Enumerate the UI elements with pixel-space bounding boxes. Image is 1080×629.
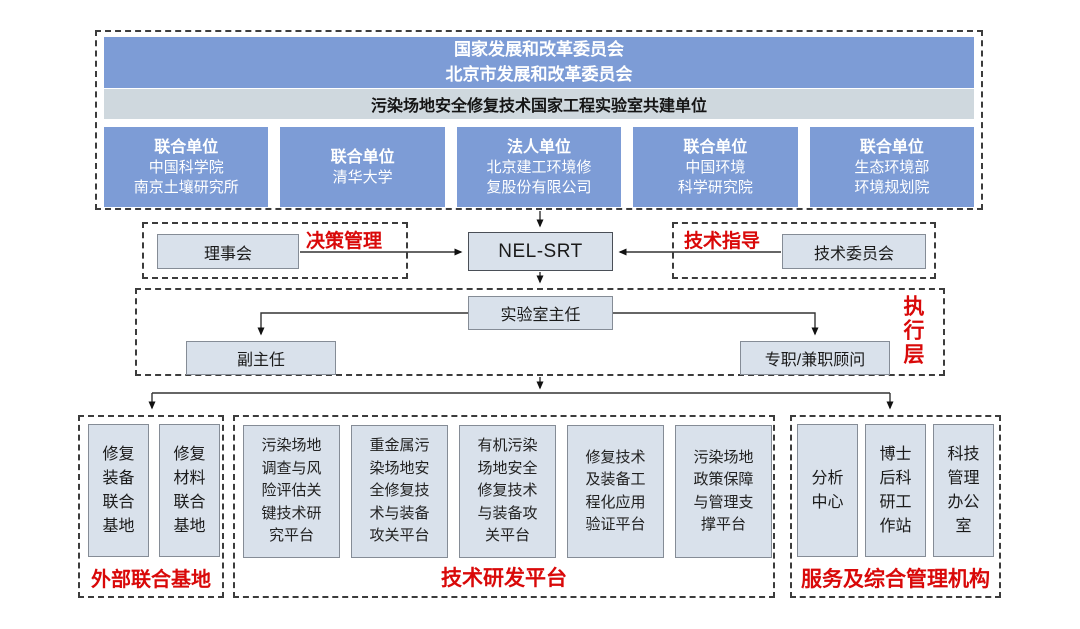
rd-platforms-group bbox=[233, 415, 775, 598]
unit-cas-nanjing-soil: 联合单位 中国科学院 南京土壤研究所 bbox=[104, 127, 269, 207]
services-management-group bbox=[790, 415, 1001, 598]
unit-role: 联合单位 bbox=[154, 138, 219, 156]
tech-management-office-box: 科技 管理 办公 室 bbox=[933, 424, 994, 557]
unit-craes: 联合单位 中国环境 科学研究院 bbox=[633, 127, 798, 207]
unit-name: 中国环境 科学研究院 bbox=[677, 158, 753, 196]
external-bases-label: 外部联合基地 bbox=[91, 569, 211, 591]
unit-name: 中国科学院 南京土壤研究所 bbox=[133, 158, 239, 196]
nel-srt-box: NEL-SRT bbox=[468, 232, 613, 271]
analysis-center-box: 分析 中心 bbox=[797, 424, 858, 557]
platform-site-risk-assessment: 污染场地 调查与风 险评估关 键技术研 究平台 bbox=[243, 425, 340, 558]
unit-name: 北京建工环境修 复股份有限公司 bbox=[486, 158, 592, 196]
services-management-label: 服务及综合管理机构 bbox=[801, 568, 990, 591]
rd-platforms-label: 技术研发平台 bbox=[441, 567, 567, 590]
external-bases-group bbox=[78, 415, 224, 598]
unit-name: 清华大学 bbox=[332, 168, 393, 186]
cofounders-group: 国家发展和改革委员会 北京市发展和改革委员会 污染场地安全修复技术国家工程实验室… bbox=[95, 30, 983, 210]
platform-organic-pollution: 有机污染 场地安全 修复技术 与装备攻 关平台 bbox=[459, 425, 556, 558]
lab-cofounders-bar: 污染场地安全修复技术国家工程实验室共建单位 bbox=[104, 89, 974, 119]
technical-guidance-label: 技术指导 bbox=[684, 231, 761, 252]
units-row: 联合单位 中国科学院 南京土壤研究所 联合单位 清华大学 法人单位 北京建工环境… bbox=[104, 127, 975, 207]
materials-base-box: 修复 材料 联合 基地 bbox=[159, 424, 220, 557]
decision-management-group bbox=[142, 222, 408, 279]
council-box: 理事会 bbox=[157, 234, 299, 269]
decision-management-label: 决策管理 bbox=[306, 231, 383, 252]
equipment-base-box: 修复 装备 联合 基地 bbox=[88, 424, 149, 557]
unit-role: 联合单位 bbox=[683, 138, 748, 156]
executive-layer-group bbox=[135, 288, 945, 376]
executive-layer-label: 执行层 bbox=[901, 295, 924, 367]
advisors-box: 专职/兼职顾问 bbox=[740, 341, 890, 375]
commission-header: 国家发展和改革委员会 北京市发展和改革委员会 bbox=[104, 37, 974, 88]
platform-engineering-validation: 修复技术 及装备工 程化应用 验证平台 bbox=[567, 425, 664, 558]
platform-policy-support: 污染场地 政策保障 与管理支 撑平台 bbox=[675, 425, 772, 558]
unit-name: 生态环境部 环境规划院 bbox=[854, 158, 930, 196]
unit-role: 联合单位 bbox=[859, 138, 924, 156]
unit-bceer-legal-entity: 法人单位 北京建工环境修 复股份有限公司 bbox=[456, 127, 622, 207]
technical-guidance-group bbox=[672, 222, 936, 279]
unit-role: 法人单位 bbox=[507, 138, 572, 156]
technical-committee-box: 技术委员会 bbox=[782, 234, 926, 269]
unit-mee-planning-institute: 联合单位 生态环境部 环境规划院 bbox=[809, 127, 975, 207]
unit-tsinghua: 联合单位 清华大学 bbox=[280, 127, 445, 207]
unit-role: 联合单位 bbox=[330, 148, 395, 166]
platform-heavy-metal: 重金属污 染场地安 全修复技 术与装备 攻关平台 bbox=[351, 425, 448, 558]
postdoc-station-box: 博士 后科 研工 作站 bbox=[865, 424, 926, 557]
deputy-director-box: 副主任 bbox=[186, 341, 336, 375]
lab-director-box: 实验室主任 bbox=[468, 296, 613, 330]
